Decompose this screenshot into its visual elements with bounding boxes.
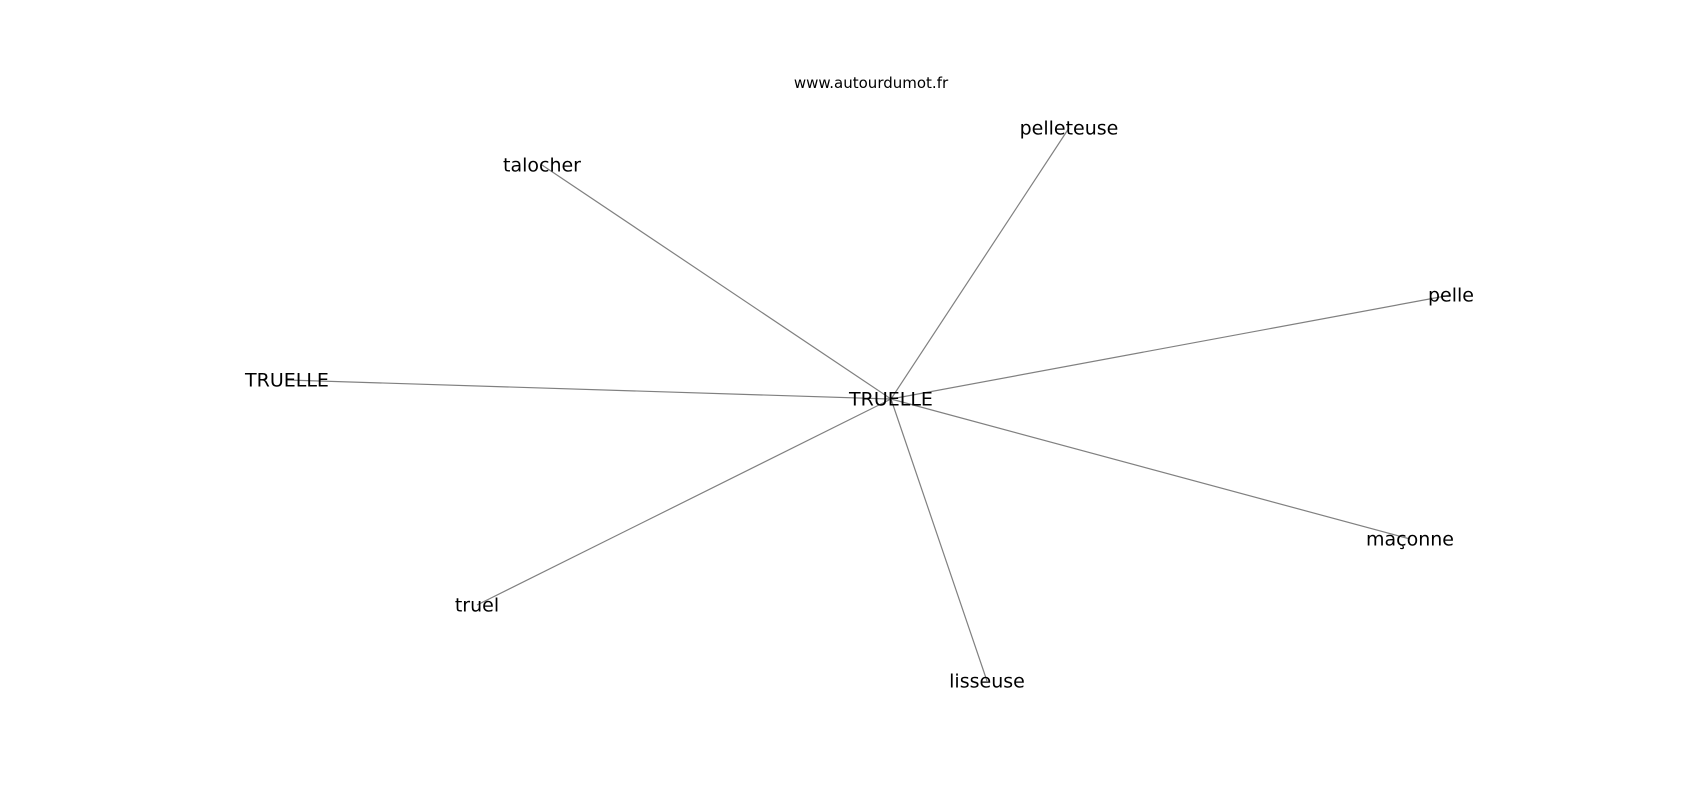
edge xyxy=(541,164,892,400)
edge xyxy=(476,398,892,606)
edge xyxy=(890,127,1070,400)
node-label[interactable]: TRUELLE xyxy=(244,370,329,392)
center-node-label[interactable]: TRUELLE xyxy=(848,389,933,411)
edge xyxy=(890,398,1411,540)
node-label[interactable]: maçonne xyxy=(1366,529,1454,551)
edge xyxy=(890,398,988,682)
watermark: www.autourdumot.fr xyxy=(794,74,949,92)
node-label[interactable]: truel xyxy=(455,595,499,617)
edges xyxy=(286,127,1452,682)
node-label[interactable]: pelleteuse xyxy=(1020,118,1119,140)
edge xyxy=(890,294,1452,400)
node-label[interactable]: lisseuse xyxy=(949,671,1025,693)
node-label[interactable]: pelle xyxy=(1428,285,1474,307)
edge xyxy=(286,379,892,400)
node-label[interactable]: talocher xyxy=(503,155,581,177)
